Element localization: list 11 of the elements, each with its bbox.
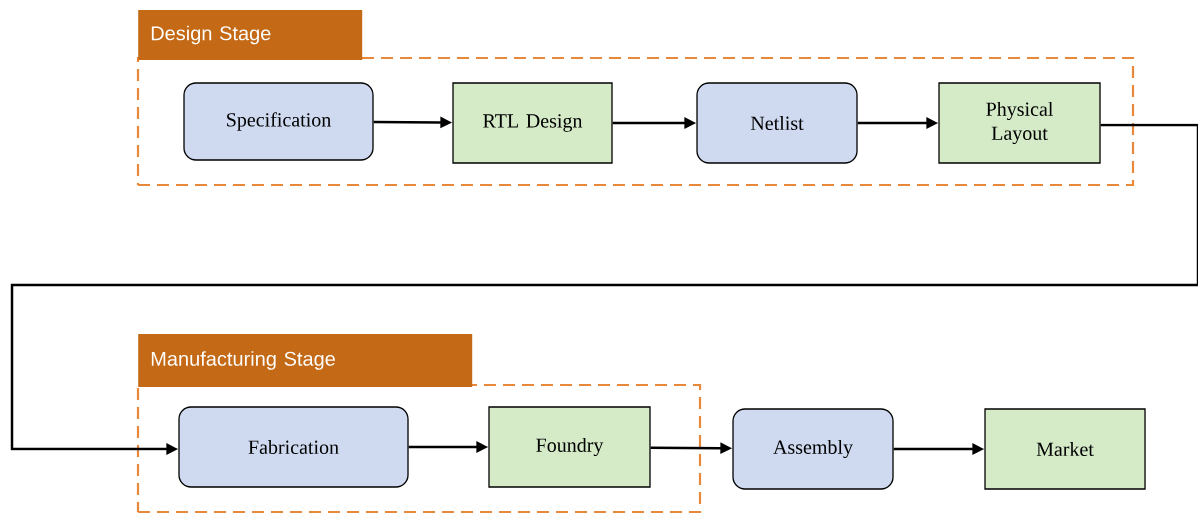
process-box: Specification [183,82,374,161]
process-box: Assembly [732,408,894,490]
process-box: Foundry [488,406,651,488]
process-box: Netlist [696,82,858,164]
process-box: Physical Layout [938,82,1101,164]
process-box: RTL Design [452,82,613,164]
stage-heading: Manufacturing Stage [138,334,473,387]
arrow [10,123,1198,455]
process-box: Market [984,408,1146,490]
stage-heading: Design Stage [138,10,363,60]
process-box: Fabrication [178,406,409,488]
